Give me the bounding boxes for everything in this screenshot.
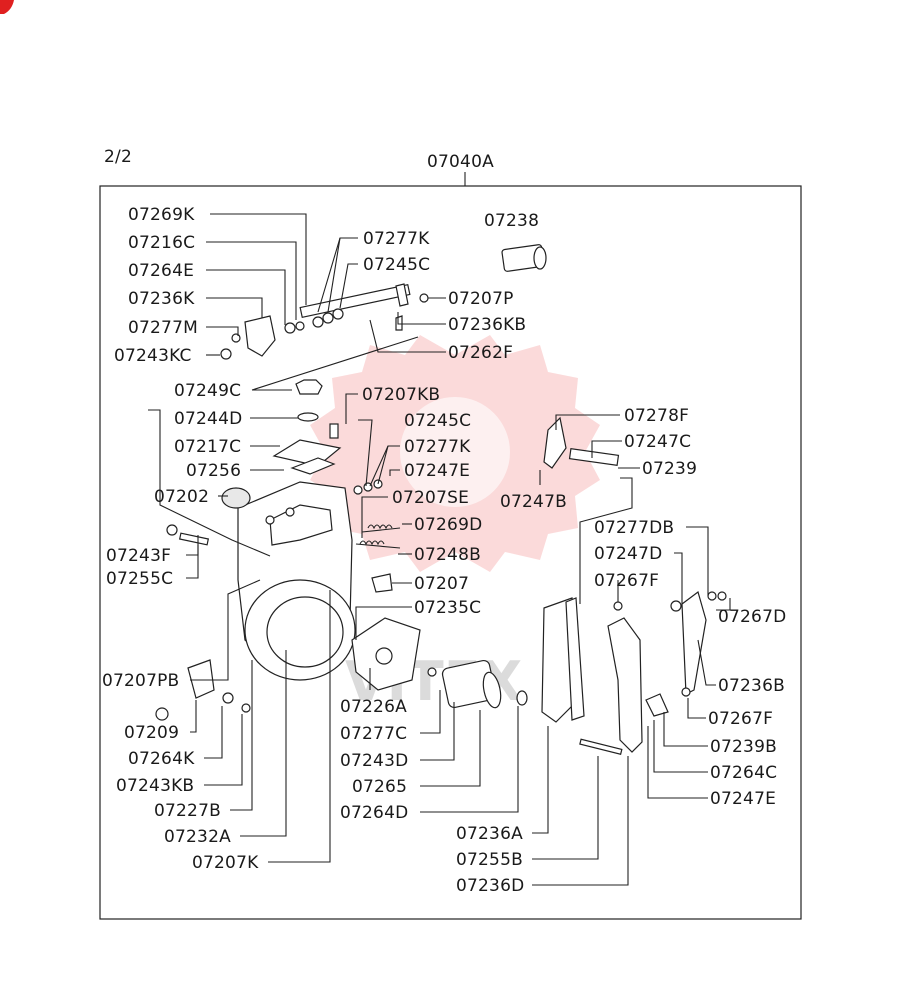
label-07236A: 07236A [456,824,523,844]
label-07209: 07209 [124,723,179,743]
top-shaft-assembly [220,283,429,360]
label-07248B: 07248B [414,545,481,565]
label-07207SE: 07207SE [392,488,469,508]
governor-housing [221,481,356,681]
label-07277C: 07277C [340,724,407,744]
label-07207K: 07207K [192,853,259,873]
label-07256: 07256 [186,461,241,481]
label-07267F-bottom: 07267F [708,709,773,729]
label-07245C-top: 07245C [363,255,430,275]
diagram-frame [99,185,802,920]
label-07245C-mid: 07245C [404,411,471,431]
label-07247D: 07247D [594,544,662,564]
label-07235C: 07235C [414,598,481,618]
label-07277K-top: 07277K [363,229,430,249]
label-07247B: 07247B [500,492,567,512]
label-07243F: 07243F [106,546,171,566]
label-07243KB: 07243KB [116,776,194,796]
label-07264K: 07264K [128,749,195,769]
assembly-number: 07040A [427,152,494,172]
label-07247E-mid: 07247E [404,461,470,481]
label-07236D: 07236D [456,876,524,896]
label-07267D: 07267D [718,607,786,627]
watermark-gear-hole [400,397,510,507]
label-07264E: 07264E [128,261,194,281]
cap-07238 [501,244,547,272]
label-07207P: 07207P [448,289,514,309]
label-07244D: 07244D [174,409,242,429]
label-07217C: 07217C [174,437,241,457]
label-07226A: 07226A [340,697,407,717]
corner-mark [0,0,14,14]
label-07239B: 07239B [710,737,777,757]
label-07243D: 07243D [340,751,408,771]
leader-lines [148,213,731,886]
label-07236KB: 07236KB [448,315,526,335]
plug-and-cover [272,379,342,475]
label-07207KB: 07207KB [362,385,440,405]
label-07269D: 07269D [414,515,482,535]
label-07249C: 07249C [174,381,241,401]
label-07277DB: 07277DB [594,518,674,538]
center-springs [353,479,401,593]
part-labels: 07269K 07216C 07264E 07236K 07277M 07243… [102,205,786,896]
label-07238: 07238 [484,211,539,231]
label-07247E-bottom: 07247E [710,789,776,809]
label-07277K-mid: 07277K [404,437,471,457]
label-07202: 07202 [154,487,209,507]
label-07207: 07207 [414,574,469,594]
label-07262F: 07262F [448,343,513,363]
label-07232A: 07232A [164,827,231,847]
label-07247C: 07247C [624,432,691,452]
page-number: 2/2 [104,147,132,167]
small-bolts-left [155,524,251,721]
label-07236K: 07236K [128,289,195,309]
label-07243KC: 07243KC [114,346,192,366]
label-07264C: 07264C [710,763,777,783]
label-07264D: 07264D [340,803,408,823]
label-07227B: 07227B [154,801,221,821]
label-07267F-top: 07267F [594,571,659,591]
label-07265: 07265 [352,777,407,797]
label-07236B: 07236B [718,676,785,696]
label-07269K: 07269K [128,205,195,225]
label-07255B: 07255B [456,850,523,870]
flyweight-assembly [351,617,528,709]
label-07277M: 07277M [128,318,198,338]
label-07207PB: 07207PB [102,671,179,691]
label-07255C: 07255C [106,569,173,589]
lever-assembly-right [541,416,727,755]
label-07239: 07239 [642,459,697,479]
label-07278F: 07278F [624,406,689,426]
label-07216C: 07216C [128,233,195,253]
